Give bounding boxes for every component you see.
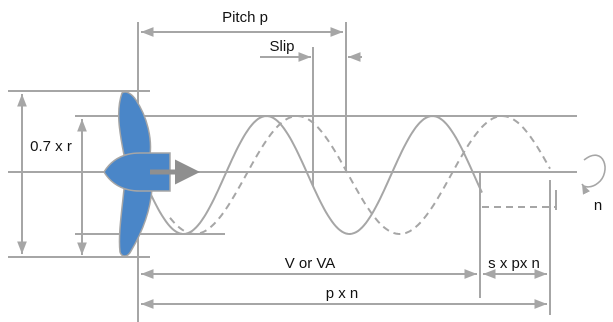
rotation-arrow-icon bbox=[581, 154, 606, 195]
radius-label: 0.7 x r bbox=[30, 138, 72, 155]
pitch-label: Pitch p bbox=[222, 9, 268, 26]
dimension-arrows bbox=[17, 27, 547, 309]
revolutions-label: n bbox=[594, 197, 602, 214]
reference-lines bbox=[8, 90, 577, 258]
theoretical-helix-wave bbox=[147, 114, 483, 236]
labels: Pitch p Slip 0.7 x r V or VA s x px n p … bbox=[30, 9, 602, 302]
propeller-icon bbox=[103, 91, 200, 257]
tail-details bbox=[482, 190, 557, 210]
slip-label: Slip bbox=[269, 38, 294, 55]
propeller-blade-upper bbox=[117, 91, 152, 156]
actual-helix-wave bbox=[169, 114, 551, 236]
pitch-times-n-label: p x n bbox=[326, 285, 359, 302]
slip-distance-label: s x px n bbox=[488, 255, 540, 272]
velocity-label: V or VA bbox=[285, 255, 336, 272]
propeller-blade-lower bbox=[118, 188, 153, 257]
